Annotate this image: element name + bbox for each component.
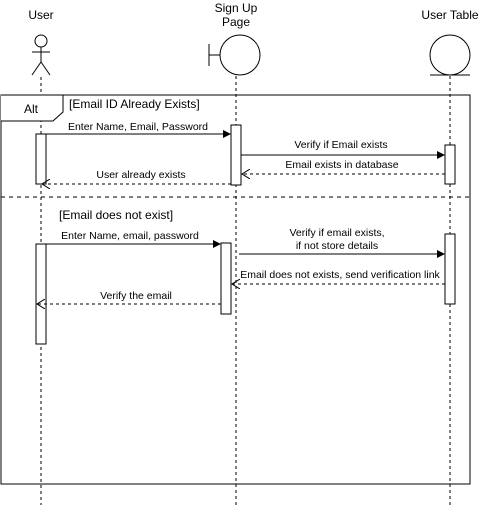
alt-operator-label: Alt: [24, 102, 39, 116]
message-email-exists-label: Email exists in database: [285, 159, 398, 171]
user-activation-2: [35, 243, 47, 345]
message-verify-email-label: Verify if Email exists: [294, 139, 387, 151]
alt-operator-tab: [1, 94, 64, 122]
guard-email-exists: [Email ID Already Exists]: [69, 97, 200, 111]
user-actor-label: User: [28, 8, 53, 22]
user-table-label: User Table: [421, 8, 478, 22]
boundary-icon: [208, 34, 261, 76]
signup-activation-1: [230, 124, 242, 186]
message-verify-store-label-line2: if not store details: [296, 240, 378, 252]
message-user-exists-label: User already exists: [96, 169, 185, 181]
signup-page-label-line2: Page: [222, 15, 250, 29]
user-actor-icon: [31, 34, 51, 76]
message-send-verification-label: Email does not exists, send verification…: [240, 269, 440, 281]
message-enter-details-2-label: Enter Name, email, password: [61, 230, 199, 242]
user-activation-1: [35, 133, 47, 185]
table-activation-1: [444, 144, 456, 185]
signup-page-label-line1: Sign Up: [215, 1, 258, 15]
message-verify-email-user-label: Verify the email: [100, 290, 172, 302]
entity-icon: [429, 34, 471, 76]
guard-email-not-exist: [Email does not exist]: [59, 208, 173, 222]
alt-fragment-frame: [0, 94, 471, 485]
message-enter-details-label: Enter Name, Email, Password: [68, 121, 208, 133]
signup-activation-2: [220, 242, 232, 315]
table-activation-2: [444, 233, 456, 305]
message-verify-store-label-line1: Verify if email exists,: [289, 227, 384, 239]
